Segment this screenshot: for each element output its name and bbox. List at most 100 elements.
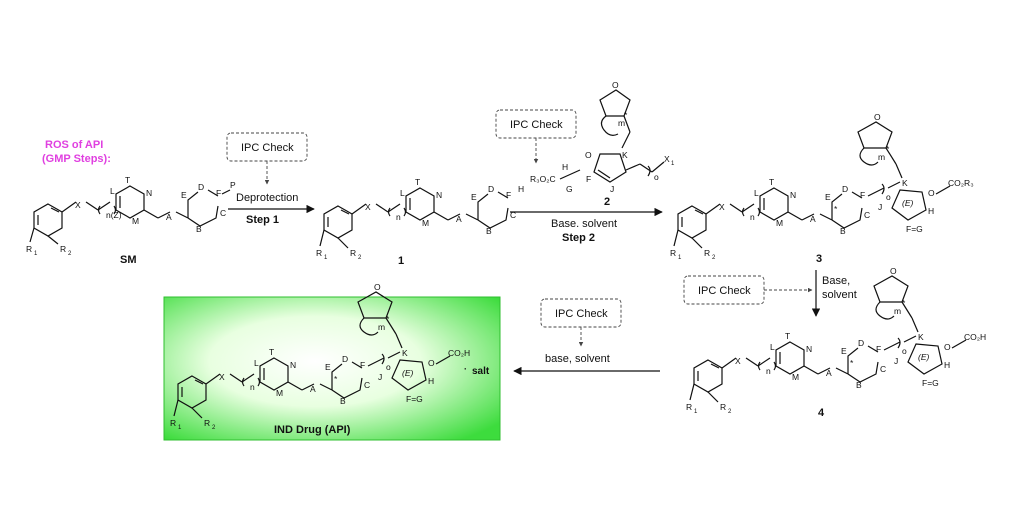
svg-text:C: C bbox=[510, 210, 516, 220]
svg-text:N: N bbox=[290, 360, 296, 370]
svg-text:N: N bbox=[146, 188, 152, 198]
ipc-label-step2: IPC Check bbox=[510, 119, 563, 131]
compound-2: O m * K O F J o X 1 R₃O₂C H G bbox=[530, 80, 675, 194]
svg-text:H: H bbox=[562, 162, 568, 172]
svg-text:1: 1 bbox=[178, 425, 182, 431]
svg-text:L: L bbox=[770, 342, 775, 352]
svg-text:R: R bbox=[204, 418, 210, 428]
svg-text:O: O bbox=[890, 266, 897, 276]
svg-text:*: * bbox=[902, 298, 906, 308]
svg-text:B: B bbox=[340, 396, 346, 406]
svg-text:O: O bbox=[428, 358, 435, 368]
label-sm: SM bbox=[120, 254, 137, 266]
svg-text:(E): (E) bbox=[902, 198, 914, 208]
svg-text:R: R bbox=[720, 402, 726, 412]
svg-text:O: O bbox=[612, 80, 619, 90]
svg-text:B: B bbox=[840, 226, 846, 236]
label-2: 2 bbox=[604, 196, 610, 208]
step4-reagent: base, solvent bbox=[545, 353, 610, 365]
svg-text:X: X bbox=[735, 356, 741, 366]
svg-text:R: R bbox=[350, 248, 356, 258]
svg-text:C: C bbox=[220, 208, 226, 218]
svg-text:X: X bbox=[719, 202, 725, 212]
svg-text:*: * bbox=[886, 144, 890, 154]
svg-text:*: * bbox=[386, 314, 390, 324]
svg-text:C: C bbox=[880, 364, 886, 374]
svg-text:F: F bbox=[360, 360, 365, 370]
label-3: 3 bbox=[816, 253, 822, 265]
svg-text:R: R bbox=[170, 418, 176, 428]
svg-text:m: m bbox=[894, 306, 901, 316]
svg-text:R: R bbox=[316, 248, 322, 258]
svg-text:A: A bbox=[310, 384, 316, 394]
svg-text:H: H bbox=[944, 360, 950, 370]
svg-text:R: R bbox=[60, 244, 66, 254]
ipc-label-step3: IPC Check bbox=[698, 285, 751, 297]
svg-text:N: N bbox=[790, 190, 796, 200]
svg-text:2: 2 bbox=[68, 251, 72, 257]
ros-header-line2: (GMP Steps): bbox=[42, 153, 111, 165]
compound-api: X n T L N M A E D F * B C o K (E) J F=G … bbox=[170, 282, 470, 431]
svg-text:T: T bbox=[769, 177, 774, 187]
svg-text:R₃O₂C: R₃O₂C bbox=[530, 174, 556, 184]
svg-text:2: 2 bbox=[728, 409, 732, 415]
svg-text:R: R bbox=[686, 402, 692, 412]
svg-text:F: F bbox=[860, 190, 865, 200]
svg-text:1: 1 bbox=[34, 251, 38, 257]
svg-text:2: 2 bbox=[212, 425, 216, 431]
svg-text:K: K bbox=[902, 178, 908, 188]
svg-text:M: M bbox=[422, 218, 429, 228]
svg-text:X: X bbox=[75, 200, 81, 210]
svg-text:CO₂H: CO₂H bbox=[448, 348, 470, 358]
svg-text:n: n bbox=[750, 212, 755, 222]
svg-text:M: M bbox=[776, 218, 783, 228]
svg-text:R: R bbox=[26, 244, 32, 254]
svg-text:*: * bbox=[850, 358, 854, 368]
ros-header-line1: ROS of API bbox=[45, 139, 103, 151]
svg-text:O: O bbox=[944, 342, 951, 352]
ipc-label-step4: IPC Check bbox=[555, 308, 608, 320]
svg-text:J: J bbox=[878, 202, 882, 212]
svg-text:2: 2 bbox=[712, 255, 716, 261]
step1-reagent: Deprotection bbox=[236, 192, 298, 204]
svg-text:E: E bbox=[841, 346, 847, 356]
svg-text:T: T bbox=[415, 177, 420, 187]
compound-4: X n T L N M A E D F * B C o K (E) J F=G … bbox=[686, 266, 986, 415]
svg-text:T: T bbox=[269, 347, 274, 357]
svg-text:T: T bbox=[785, 331, 790, 341]
ipc-box-step3 bbox=[683, 275, 765, 305]
svg-text:E: E bbox=[325, 362, 331, 372]
svg-text:B: B bbox=[196, 224, 202, 234]
svg-text:D: D bbox=[488, 184, 494, 194]
svg-text:M: M bbox=[132, 216, 139, 226]
svg-text:(E): (E) bbox=[918, 352, 930, 362]
svg-text:m: m bbox=[618, 118, 625, 128]
svg-text:A: A bbox=[166, 212, 172, 222]
svg-text:T: T bbox=[125, 175, 130, 185]
step2-label: Step 2 bbox=[562, 232, 595, 244]
svg-text:X: X bbox=[219, 372, 225, 382]
svg-text:O: O bbox=[374, 282, 381, 292]
svg-text:O: O bbox=[585, 150, 592, 160]
svg-text:n(Z): n(Z) bbox=[106, 210, 122, 220]
svg-text:P: P bbox=[230, 180, 236, 190]
svg-text:A: A bbox=[826, 368, 832, 378]
svg-text:n: n bbox=[396, 212, 401, 222]
svg-text:L: L bbox=[254, 358, 259, 368]
svg-text:H: H bbox=[428, 376, 434, 386]
svg-text:M: M bbox=[792, 372, 799, 382]
svg-text:o: o bbox=[902, 346, 907, 356]
svg-text:F=G: F=G bbox=[906, 224, 923, 234]
svg-text:N: N bbox=[806, 344, 812, 354]
svg-text:M: M bbox=[276, 388, 283, 398]
svg-text:H: H bbox=[518, 184, 524, 194]
compound-sm: X n(Z) T L N M A E D F P B C R 1 R 2 bbox=[26, 175, 236, 257]
svg-text:J: J bbox=[378, 372, 382, 382]
svg-text:D: D bbox=[198, 182, 204, 192]
svg-text:A: A bbox=[456, 214, 462, 224]
svg-text:N: N bbox=[436, 190, 442, 200]
compound-1: X n T L N M A E D F H B C R 1 R 2 bbox=[316, 177, 524, 261]
ipc-label-step1: IPC Check bbox=[241, 142, 294, 154]
svg-text:(E): (E) bbox=[402, 368, 414, 378]
svg-text:m: m bbox=[878, 152, 885, 162]
